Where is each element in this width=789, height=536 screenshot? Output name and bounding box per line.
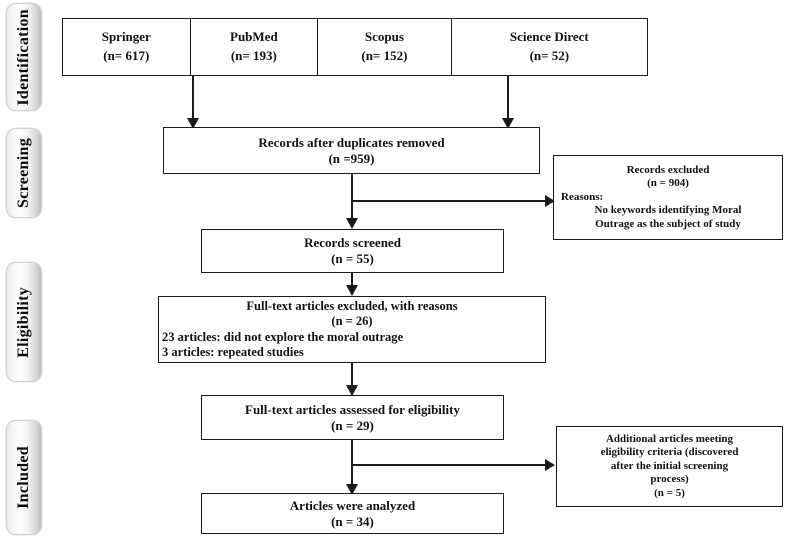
duplicates-removed-count: (n =959): [328, 150, 375, 166]
source-name-science-direct: Science Direct: [509, 29, 589, 45]
source-name-springer: Springer: [101, 29, 151, 45]
box-fulltext-articles-assessed: Full-text articles assessed for eligibil…: [201, 395, 504, 440]
stage-tab-screening-label: Screening: [15, 138, 32, 208]
source-cell-springer: Springer (n= 617): [63, 19, 191, 75]
stage-tab-included: Included: [6, 420, 42, 535]
records-excluded-reason-line1: No keywords identifying Moral: [594, 204, 742, 217]
additional-articles-line4: process): [650, 473, 689, 486]
arrowhead-sciencedirect-to-duplicates: [501, 118, 514, 129]
source-cell-science-direct: Science Direct (n= 52): [452, 19, 647, 75]
stage-tab-eligibility: Eligibility: [6, 262, 42, 382]
connector-fulltext-excluded-to-assessed: [351, 363, 354, 387]
additional-articles-line1: Additional articles meeting: [605, 432, 734, 445]
duplicates-removed-line1: Records after duplicates removed: [258, 134, 445, 150]
source-count-pubmed: (n= 193): [230, 48, 277, 63]
connector-duplicates-to-screened: [351, 174, 354, 220]
box-records-screened: Records screened (n = 55): [201, 229, 504, 273]
box-articles-analyzed: Articles were analyzed (n = 34): [201, 493, 504, 534]
box-additional-articles: Additional articles meeting eligibility …: [556, 426, 783, 507]
fulltext-assessed-line1: Full-text articles assessed for eligibil…: [245, 401, 460, 417]
stage-tab-identification: Identification: [6, 3, 42, 111]
fulltext-excluded-count: (n = 26): [331, 314, 373, 329]
fulltext-assessed-count: (n = 29): [331, 417, 374, 433]
connector-included-to-additional: [352, 464, 547, 466]
connector-springer-to-duplicates: [192, 76, 195, 120]
source-cell-pubmed: PubMed (n= 193): [191, 19, 319, 75]
connector-assessed-to-analyzed: [351, 440, 354, 486]
source-cell-scopus: Scopus (n= 152): [318, 19, 452, 75]
records-excluded-count: (n = 904): [647, 177, 689, 190]
fulltext-excluded-reason1: 23 articles: did not explore the moral o…: [162, 329, 404, 344]
arrowhead-fulltext-excluded-to-assessed: [345, 385, 358, 396]
additional-articles-count: (n = 5): [654, 486, 685, 499]
stage-tab-eligibility-label: Eligibility: [15, 286, 32, 358]
fulltext-excluded-line1: Full-text articles excluded, with reason…: [246, 299, 458, 313]
connector-sciencedirect-to-duplicates: [507, 76, 510, 120]
arrowhead-screening-to-excluded: [545, 194, 555, 207]
records-screened-count: (n = 55): [331, 251, 374, 266]
source-count-science-direct: (n= 52): [529, 48, 570, 63]
additional-articles-line2: eligibility criteria (discovered: [600, 446, 739, 459]
articles-analyzed-count: (n = 34): [331, 513, 374, 529]
source-name-scopus: Scopus: [364, 29, 404, 45]
box-records-after-duplicates-removed: Records after duplicates removed (n =959…: [163, 127, 540, 174]
arrowhead-assessed-to-analyzed: [345, 484, 358, 495]
stage-tab-included-label: Included: [15, 446, 32, 509]
arrowhead-springer-to-duplicates: [186, 118, 199, 129]
stage-tab-screening: Screening: [6, 128, 42, 218]
arrowhead-screened-to-fulltext-excluded: [345, 285, 358, 296]
records-excluded-reasons-label: Reasons:: [561, 190, 604, 203]
source-count-scopus: (n= 152): [361, 48, 408, 63]
arrowhead-included-to-additional: [545, 458, 555, 471]
connector-screened-to-fulltext-excluded: [351, 273, 354, 287]
connector-screening-to-excluded: [352, 200, 547, 202]
source-count-springer: (n= 617): [103, 48, 150, 63]
records-excluded-reason-line2: Outrage as the subject of study: [595, 217, 741, 230]
fulltext-excluded-reason2: 3 articles: repeated studies: [162, 344, 304, 359]
records-screened-line1: Records screened: [304, 235, 401, 251]
box-fulltext-articles-excluded: Full-text articles excluded, with reason…: [158, 296, 546, 363]
box-records-excluded: Records excluded (n = 904) Reasons: No k…: [553, 155, 783, 240]
stage-tab-identification-label: Identification: [15, 8, 32, 106]
additional-articles-line3: after the initial screening: [610, 459, 729, 472]
database-sources-row: Springer (n= 617) PubMed (n= 193) Scopus…: [62, 18, 648, 76]
articles-analyzed-line1: Articles were analyzed: [289, 497, 416, 513]
records-excluded-line1: Records excluded: [626, 163, 710, 176]
source-name-pubmed: PubMed: [230, 29, 278, 45]
arrowhead-duplicates-to-screened: [345, 218, 358, 229]
